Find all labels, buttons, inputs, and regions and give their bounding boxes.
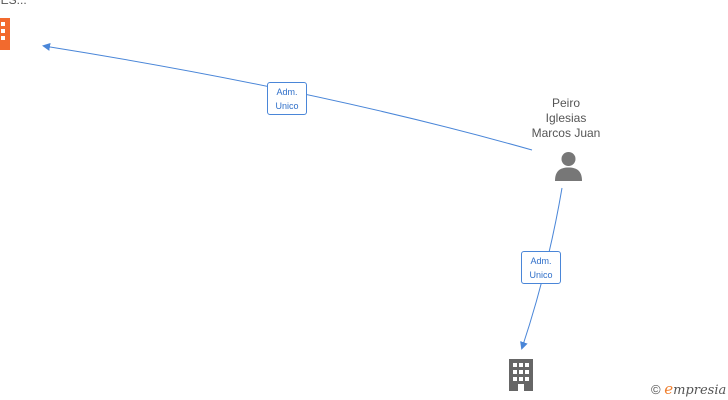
brand-logo-letter: e — [664, 380, 674, 398]
edge-label-adm-unico-bottom[interactable]: Adm. Unico — [521, 251, 561, 284]
building-icon[interactable] — [0, 14, 12, 50]
watermark: © empresia — [651, 380, 726, 398]
edge-label-line-2: Unico — [275, 101, 299, 111]
person-name-line-1: Peiro — [551, 96, 580, 110]
person-icon[interactable] — [554, 151, 583, 181]
person-name-label[interactable]: Peiro Iglesias Marcos Juan — [522, 96, 610, 141]
brand-logo-text: mpresia — [673, 383, 727, 398]
edge-label-line-2: Unico — [529, 270, 553, 280]
edge-label-line-1: Adm. — [276, 87, 298, 97]
top-company-label[interactable]: CES... — [0, 0, 27, 7]
edge-label-line-1: Adm. — [530, 256, 552, 266]
building-icon[interactable] — [507, 357, 535, 391]
person-name-line-2: Iglesias — [545, 111, 587, 125]
person-name-line-3: Marcos Juan — [531, 126, 601, 140]
edge-label-adm-unico-top[interactable]: Adm. Unico — [267, 82, 307, 115]
copyright-symbol: © — [651, 382, 661, 397]
